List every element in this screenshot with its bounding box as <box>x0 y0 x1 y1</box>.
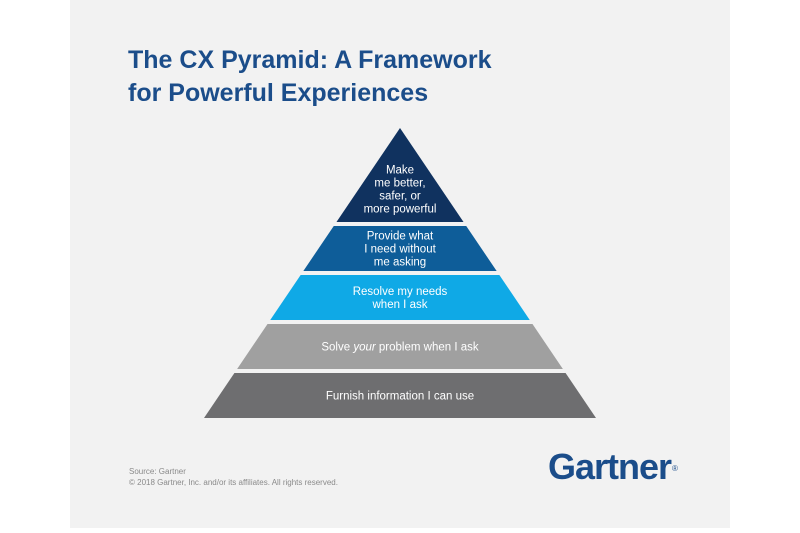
layer-resolve-needs <box>270 275 530 320</box>
layer-furnish-info-line: Furnish information I can use <box>326 391 474 403</box>
registered-mark: ® <box>672 464 678 473</box>
layer-better-safer-line: more powerful <box>364 204 437 216</box>
title-line-2: for Powerful Experiences <box>128 79 429 107</box>
page-title: The CX Pyramid: A Framework for Powerful… <box>128 44 648 110</box>
copyright-text: © 2018 Gartner, Inc. and/or its affiliat… <box>129 478 338 487</box>
layer-better-safer-line: me better, <box>374 178 425 190</box>
layer-solve-problem-part: Solve <box>321 342 353 354</box>
source-text: Source: Gartner <box>129 467 186 476</box>
layer-proactive-line: me asking <box>374 257 426 269</box>
layer-proactive-line: Provide what <box>367 231 434 243</box>
layer-better-safer-line: Make <box>386 165 414 177</box>
layer-solve-problem <box>237 324 563 369</box>
layer-solve-problem-label: Solve your problem when I ask <box>321 342 479 354</box>
gartner-logo: Gartner® <box>548 446 678 488</box>
layer-better-safer <box>336 128 464 222</box>
layer-resolve-needs-line: when I ask <box>372 299 428 311</box>
logo-text: Gartner <box>548 446 672 487</box>
source-note: Source: Gartner © 2018 Gartner, Inc. and… <box>129 466 338 488</box>
layer-proactive <box>303 226 497 271</box>
layer-furnish-info-label: Furnish information I can use <box>326 391 474 403</box>
layer-better-safer-line: safer, or <box>379 191 421 203</box>
layer-furnish-info <box>204 373 596 418</box>
layer-resolve-needs-line: Resolve my needs <box>353 286 448 298</box>
layer-proactive-line: I need without <box>364 244 436 256</box>
title-line-1: The CX Pyramid: A Framework <box>128 46 492 74</box>
layer-solve-problem-part: your <box>352 342 377 354</box>
layer-solve-problem-part: problem when I ask <box>376 342 479 354</box>
